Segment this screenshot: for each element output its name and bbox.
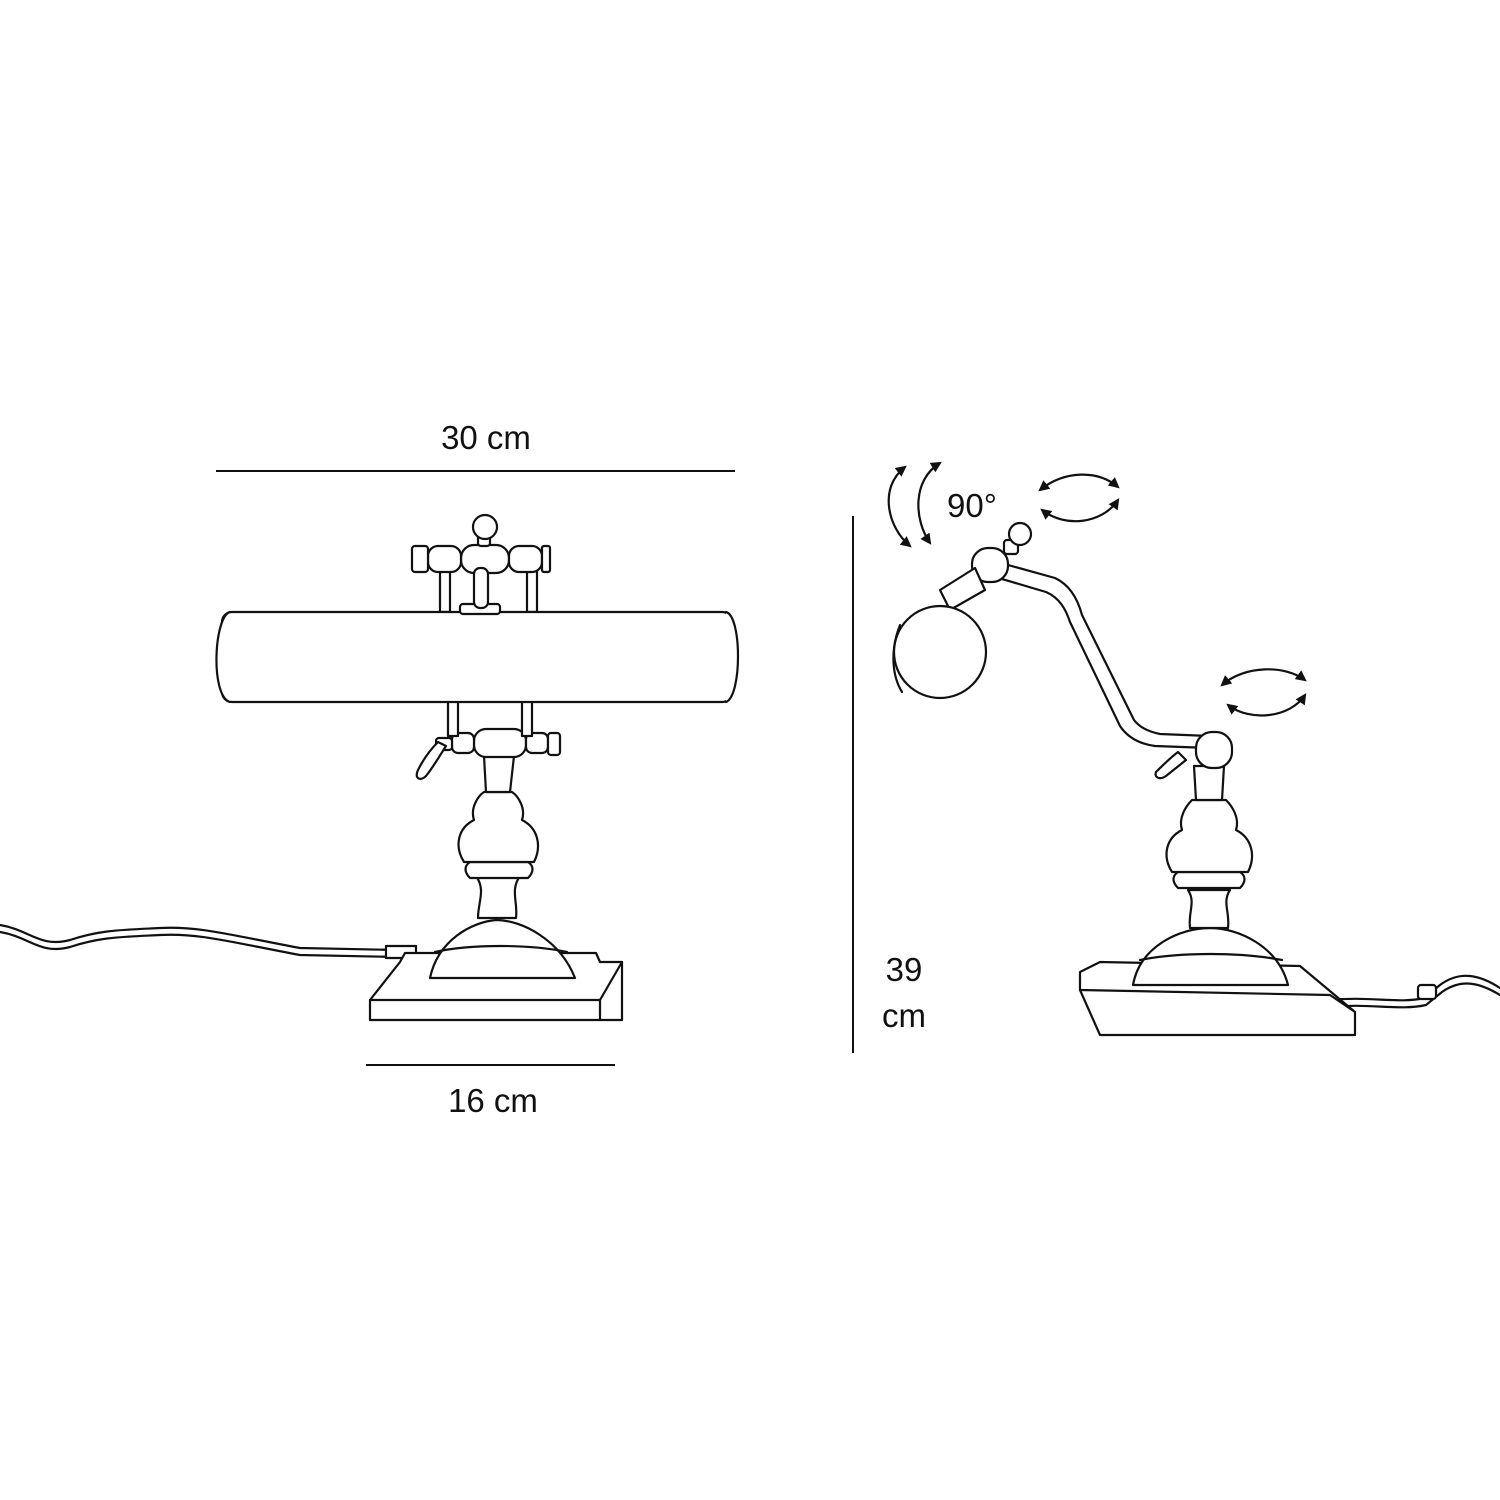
side-power-cord-inner <box>1328 982 1500 1009</box>
rotate-arrow-top-lower-icon <box>1040 498 1120 523</box>
front-shade-left-cap <box>215 610 232 704</box>
front-finial-ball <box>471 513 499 541</box>
front-upper-cap-left <box>410 544 430 574</box>
power-cord <box>0 923 400 952</box>
side-view-lamp <box>892 521 1500 1037</box>
tilt-angle-label: 90° <box>947 487 997 524</box>
side-switch-lever <box>1154 750 1188 780</box>
front-column-top <box>482 754 516 794</box>
front-column-ring <box>464 860 534 880</box>
front-upper-stem <box>472 566 490 610</box>
front-arm-right-upper <box>525 568 539 614</box>
side-column-ring <box>1172 870 1246 890</box>
front-view-lamp <box>0 513 740 1022</box>
power-cord-inner <box>0 930 400 959</box>
side-lamp-arm <box>983 558 1212 750</box>
side-column-vase <box>1165 798 1254 874</box>
front-base-dome <box>428 918 577 980</box>
front-dome-band <box>433 944 569 954</box>
tilt-arrow-outer-icon <box>887 465 912 548</box>
front-lower-cap-right <box>546 731 562 757</box>
front-column-vase <box>457 790 540 864</box>
side-lamp-shade <box>892 604 988 700</box>
side-cord-plug <box>1416 983 1438 1001</box>
rotate-arrow-joint-lower-icon <box>1226 693 1307 717</box>
side-upper-joint-cap <box>970 546 1010 584</box>
rotate-arrow-joint-icon <box>1220 668 1307 687</box>
side-finial-ball <box>1007 521 1033 547</box>
front-lamp-shade <box>220 610 734 704</box>
front-shade-right-cap <box>724 610 740 704</box>
side-shade-bracket <box>938 566 987 612</box>
height-number-label: 39 <box>886 951 923 988</box>
front-switch-lever <box>415 740 448 780</box>
side-shade-lip <box>892 623 904 694</box>
rotate-arrow-top-icon <box>1038 473 1120 492</box>
front-upper-knob-left <box>426 544 463 574</box>
side-power-cord <box>1328 974 1500 1002</box>
front-arm-left-lower <box>446 696 460 738</box>
side-column-neck <box>1186 888 1232 930</box>
front-arm-left-upper <box>438 568 452 614</box>
side-dome-band <box>1138 952 1284 962</box>
front-upper-knob-right <box>507 544 544 574</box>
height-unit-label: cm <box>882 997 926 1034</box>
front-arm-right-lower <box>520 696 534 738</box>
front-lower-hub <box>472 727 528 759</box>
tilt-arrow-inner-icon <box>917 461 942 545</box>
side-lower-joint-cap <box>1194 730 1234 770</box>
front-base-edge <box>368 960 624 1022</box>
side-column-top <box>1192 764 1226 802</box>
front-upper-cap-right <box>540 544 552 574</box>
side-base-edge <box>1078 988 1357 1014</box>
shade-width-label: 30 cm <box>441 419 531 456</box>
base-width-label: 16 cm <box>448 1082 538 1119</box>
rotation-arrows <box>887 461 1307 717</box>
front-column-neck <box>474 874 522 920</box>
